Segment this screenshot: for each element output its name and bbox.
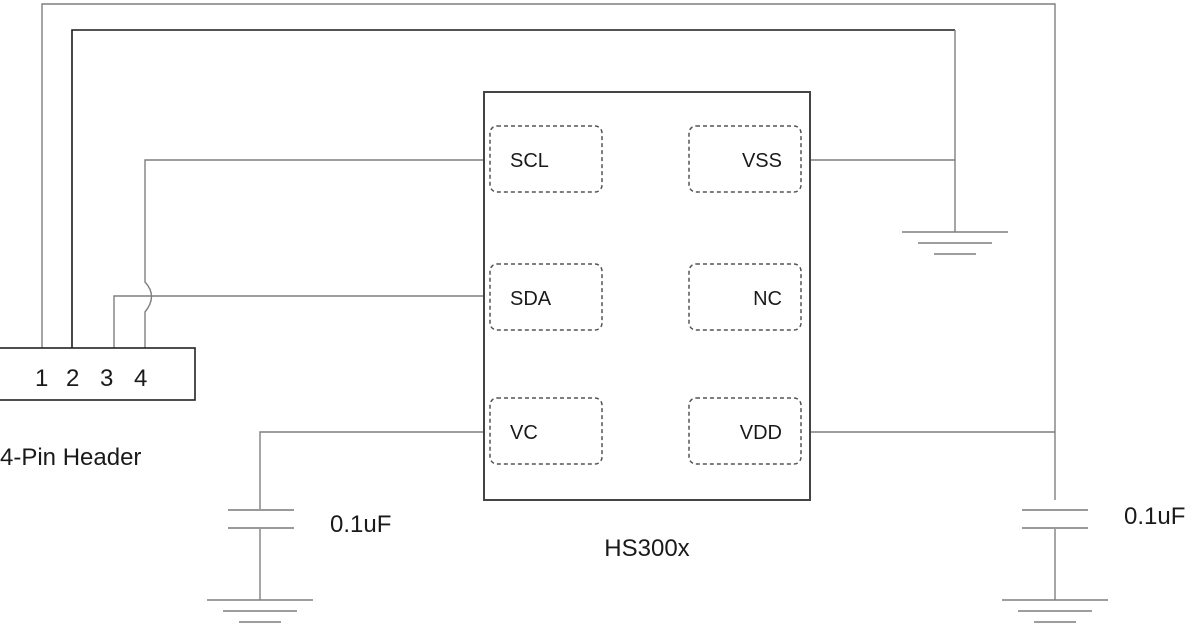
wire-sda bbox=[113, 295, 488, 348]
pin-label-vc: VC bbox=[510, 422, 538, 444]
pad-nc bbox=[688, 263, 802, 331]
capacitor-left-label: 0.1uF bbox=[330, 511, 391, 538]
pad-sda bbox=[489, 263, 603, 331]
pin-label-scl: SCL bbox=[510, 150, 549, 172]
pad-vss bbox=[688, 125, 802, 193]
header-pin-2: 2 bbox=[66, 365, 79, 392]
header-pin-3: 3 bbox=[100, 365, 113, 392]
header-label: 4-Pin Header bbox=[0, 444, 141, 471]
wire-vc bbox=[259, 431, 488, 510]
pad-scl bbox=[489, 125, 603, 193]
chip-pads bbox=[489, 125, 802, 465]
capacitor-right-label: 0.1uF bbox=[1124, 503, 1185, 530]
chip-body bbox=[483, 91, 811, 501]
pin-label-nc: NC bbox=[753, 288, 782, 310]
wire-gnd-bus bbox=[71, 29, 955, 348]
pin-label-sda: SDA bbox=[510, 288, 552, 310]
ground-symbol-left bbox=[207, 599, 313, 623]
wire-vdd-loop bbox=[41, 3, 1056, 500]
pad-vc bbox=[489, 397, 603, 465]
ground-symbol-right bbox=[1002, 599, 1108, 623]
header-box bbox=[0, 347, 196, 401]
wires bbox=[41, 3, 1056, 600]
pin-label-vss: VSS bbox=[742, 150, 782, 172]
header-pin-4: 4 bbox=[134, 365, 147, 392]
pad-vdd bbox=[688, 397, 802, 465]
capacitor-right bbox=[1022, 509, 1088, 529]
header-pin-1: 1 bbox=[35, 365, 48, 392]
ground-symbol-top-right bbox=[902, 231, 1008, 255]
chip-name: HS300x bbox=[604, 535, 689, 562]
wire-scl bbox=[144, 159, 488, 348]
capacitor-left bbox=[228, 509, 294, 529]
pin-label-vdd: VDD bbox=[740, 422, 782, 444]
